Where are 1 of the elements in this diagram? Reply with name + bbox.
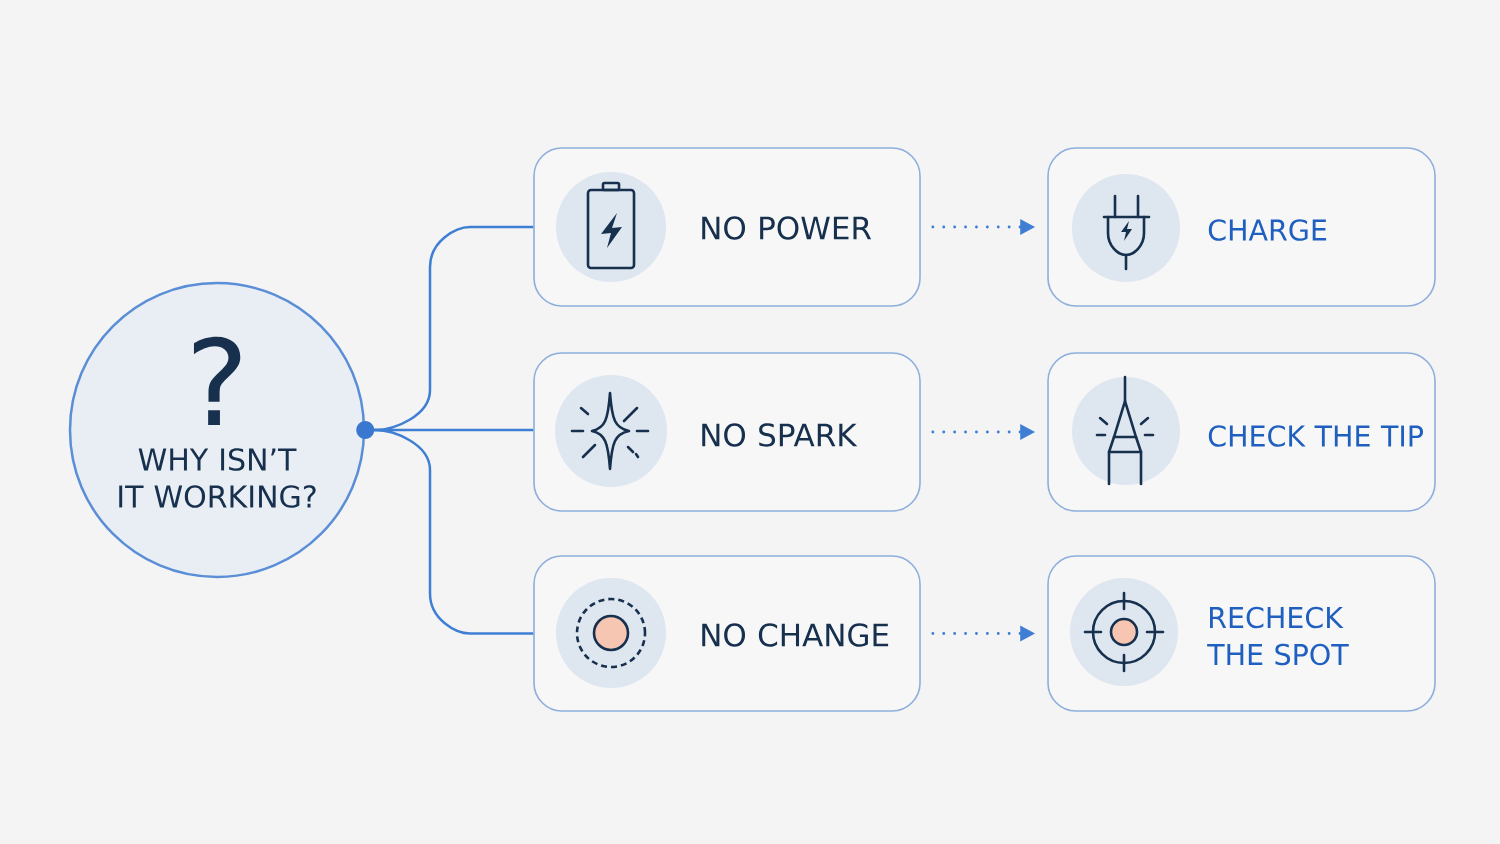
- connector: [373, 428, 534, 635]
